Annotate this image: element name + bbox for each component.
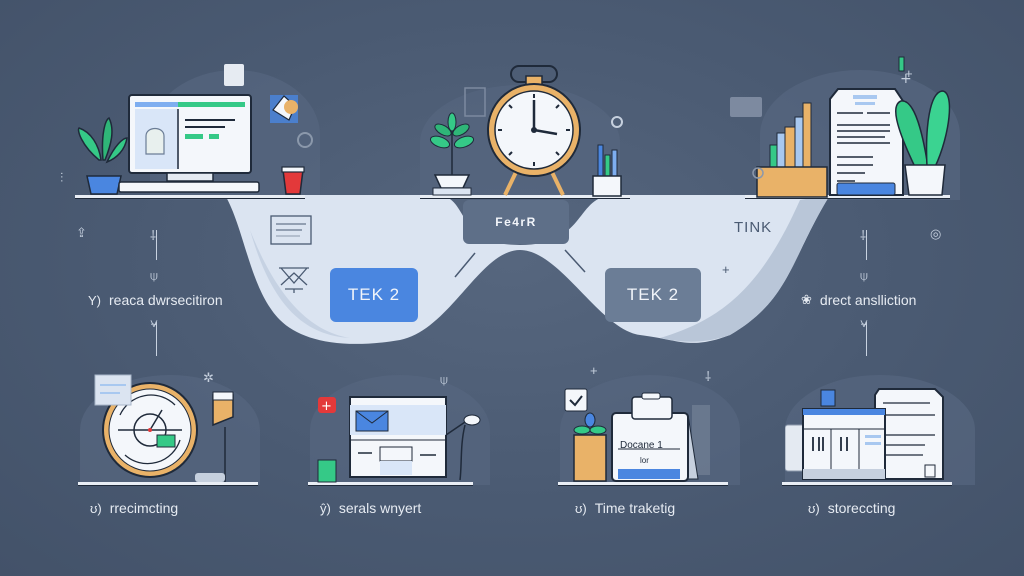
gear-icon [611, 116, 623, 128]
item-glyph-icon: ʊ) [808, 500, 820, 516]
sparkle-icon: ⸸ [705, 369, 712, 384]
browser-window-icon [730, 97, 762, 117]
sparkle-icon: + [905, 66, 913, 81]
shelf-line [782, 482, 952, 486]
plant-icon [77, 116, 128, 195]
dashboard-docs-scene [785, 388, 944, 480]
side-glyph-icon: ❀ [801, 292, 812, 307]
laptop-email-scene: + [317, 396, 481, 483]
documents-desk-scene: + [730, 56, 951, 198]
shelf-line [78, 482, 258, 486]
upload-icon: ⇪ [76, 225, 87, 240]
red-cup-icon [281, 166, 305, 195]
left-tek-box[interactable]: TEK 2 [330, 268, 418, 322]
bottom-item-text: storeccting [827, 500, 896, 516]
branch-icon: ⍱ [150, 315, 158, 330]
item-glyph-icon: ʊ) [90, 500, 102, 516]
bar-chart-box-icon [756, 102, 828, 198]
side-label-text: reaca dwrsecitiron [109, 292, 223, 308]
sparkle-icon: ✲ [203, 370, 214, 385]
bottom-item-text: Time traketig [594, 500, 676, 516]
bottom-item-text: rrecimcting [109, 500, 179, 516]
connector-line [866, 322, 867, 356]
document-icon [829, 88, 904, 196]
plant-icon [429, 112, 475, 196]
cactus-icon [894, 90, 951, 196]
computer-desk-scene [77, 94, 313, 195]
clock-desk-scene [429, 65, 623, 197]
clipboard-note-scene [564, 388, 710, 482]
band-right-text: TINK [734, 219, 773, 236]
gear-icon [297, 132, 313, 148]
note-card-icon [224, 64, 244, 86]
filter-funnel-icon [279, 267, 309, 293]
connector-line [156, 230, 157, 260]
shelf-line [308, 482, 473, 486]
svg-text:+: + [900, 71, 912, 87]
side-glyph-icon: Y) [88, 292, 101, 308]
clock-dial-scene [94, 374, 234, 482]
side-label-left: Y) reaca dwrsecitiron [88, 292, 223, 308]
shelf-line [75, 195, 305, 199]
pencil-cup-icon [592, 144, 622, 197]
connector-line [866, 230, 867, 260]
monitor-icon [118, 94, 260, 193]
anchor-icon: ⍦ [860, 268, 868, 283]
anchor-icon: ⍦ [150, 268, 158, 283]
arrow-up-icon: ⸸ [150, 228, 157, 243]
branch-icon: ⍱ [860, 315, 868, 330]
sparkle-icon: + [590, 363, 598, 378]
bottom-item-4[interactable]: ʊ) storeccting [808, 500, 895, 516]
side-label-right: ❀ drect anslliction [801, 292, 916, 308]
sparkle-icon: ⫶ [60, 170, 64, 185]
bottom-item-text: serals wnyert [338, 500, 422, 516]
shelf-line [745, 195, 950, 199]
sparkle-icon: + [722, 262, 730, 277]
sparkle-icon: ⍦ [440, 372, 448, 387]
arrow-up-icon: ⸸ [860, 228, 867, 243]
shelf-line [558, 482, 728, 486]
alarm-clock-icon [487, 65, 581, 196]
svg-text:+: + [321, 399, 332, 414]
side-label-text: drect anslliction [819, 292, 917, 308]
right-tek-box[interactable]: TEK 2 [605, 268, 701, 322]
bottom-item-3[interactable]: ʊ) Time traketig [575, 500, 675, 516]
refresh-icon: ◎ [930, 226, 942, 241]
bottom-item-2[interactable]: ŷ) serals wnyert [320, 500, 421, 516]
document-lines-icon [270, 215, 312, 245]
note-text: Docane 1 [620, 440, 663, 451]
clipboard-icon [464, 87, 486, 117]
pie-chart-icon [270, 95, 298, 123]
shelf-line [420, 195, 630, 199]
item-glyph-icon: ʊ) [575, 500, 587, 516]
note-subtext: lor [640, 456, 649, 465]
item-glyph-icon: ŷ) [320, 500, 331, 516]
connector-line [156, 322, 157, 356]
top-center-box[interactable]: Fe4rR [463, 200, 569, 244]
bottom-item-1[interactable]: ʊ) rrecimcting [90, 500, 178, 516]
